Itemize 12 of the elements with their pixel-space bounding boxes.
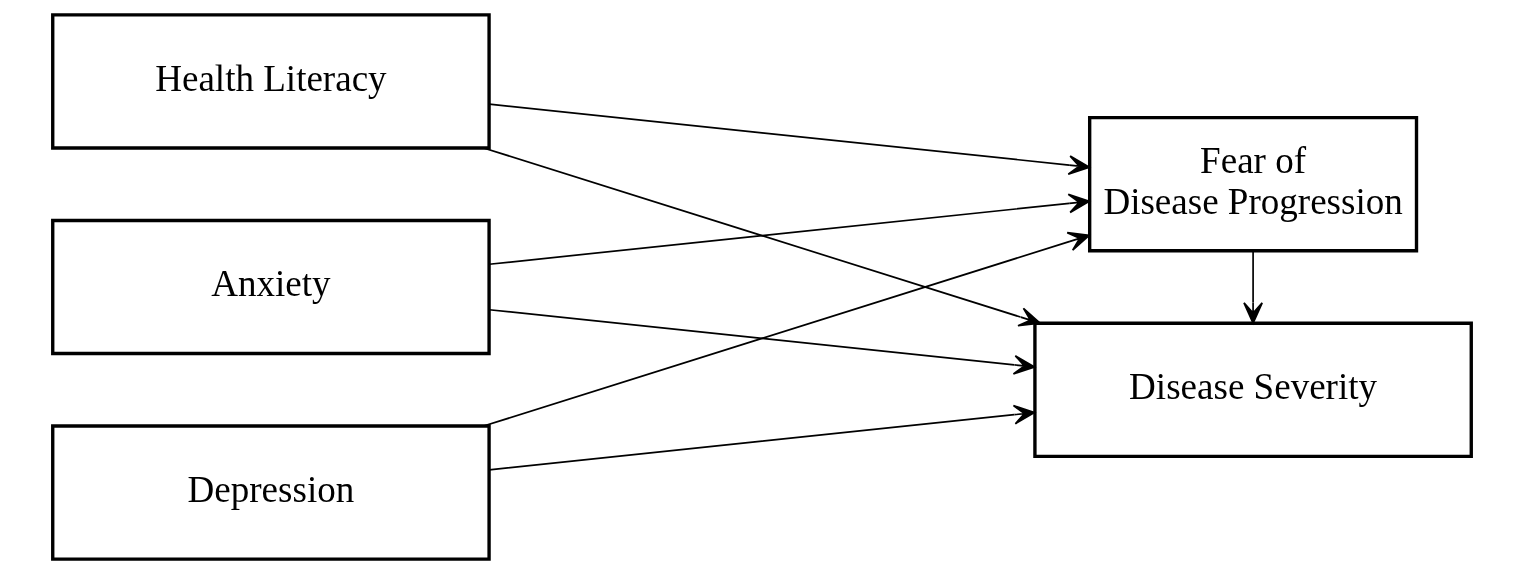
arrow [488, 308, 1036, 375]
node-box: Fear of Disease Progression [1088, 116, 1419, 253]
node-box: Health Literacy [51, 13, 491, 150]
arrow [488, 103, 1091, 175]
arrow [488, 193, 1091, 266]
node-box: Depression [51, 424, 491, 561]
arrow [483, 231, 1091, 427]
arrow [483, 147, 1041, 327]
node-box: Disease Severity [1033, 321, 1473, 458]
arrow [488, 404, 1036, 471]
node-box: Anxiety [51, 218, 491, 356]
arrow [1243, 250, 1264, 324]
